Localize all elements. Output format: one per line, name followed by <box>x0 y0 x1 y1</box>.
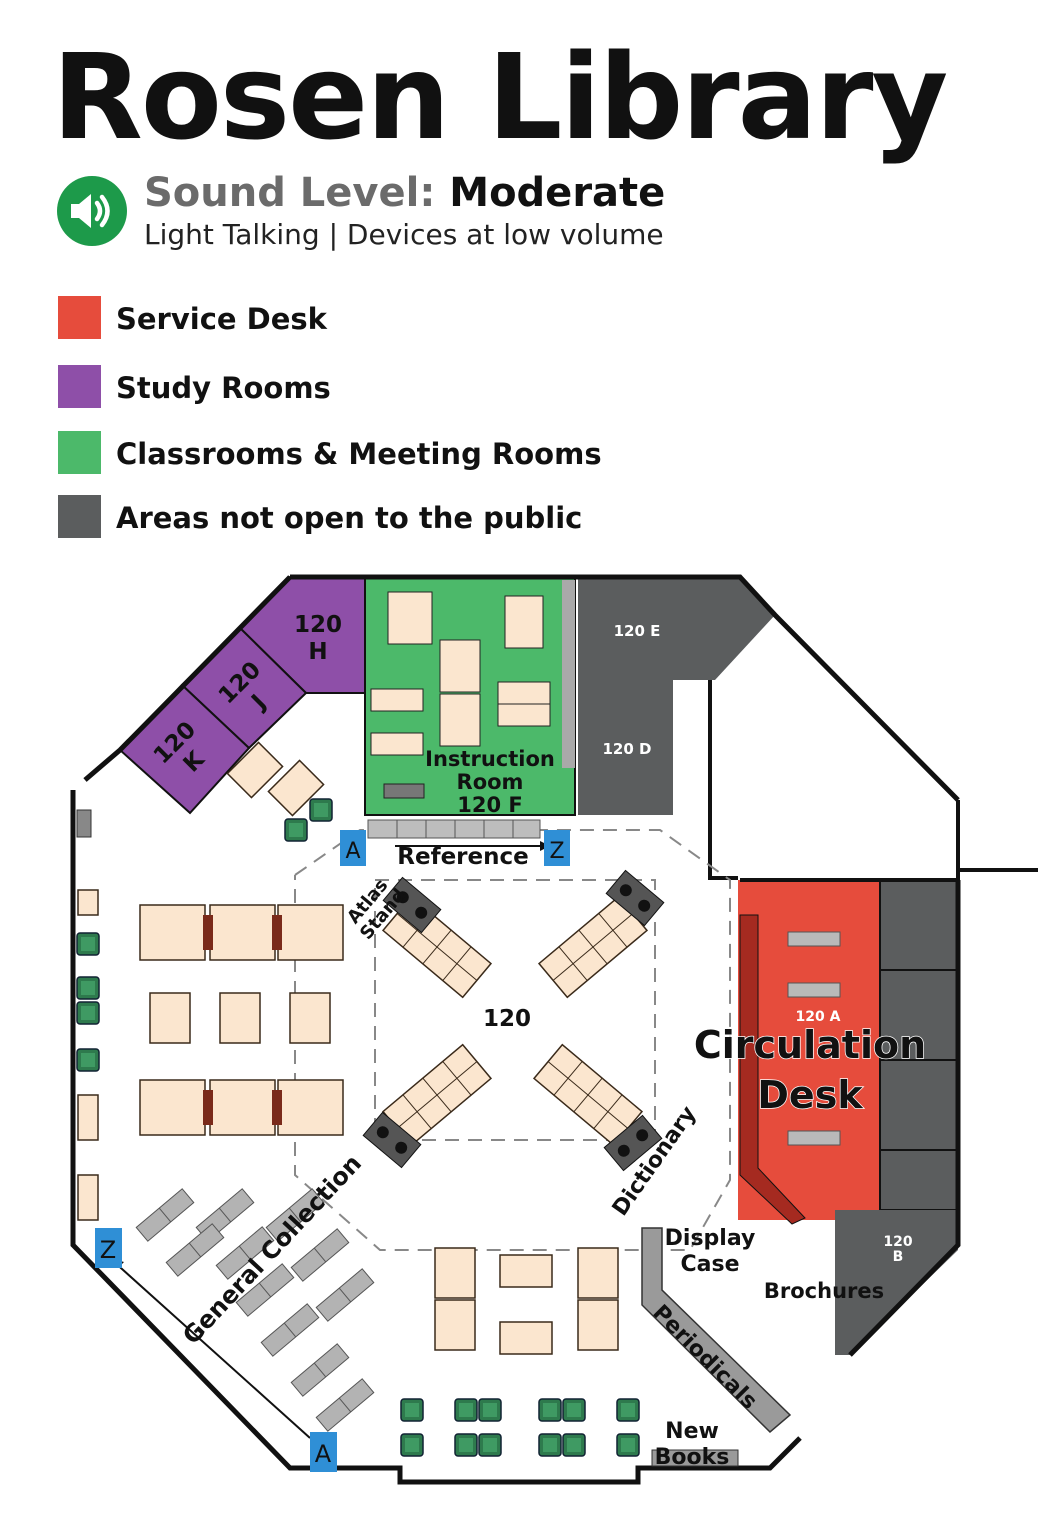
reference-marker-z-label: Z <box>549 839 564 864</box>
reference-marker-a <box>340 830 366 866</box>
circulation-desk-line2: Desk <box>757 1073 863 1117</box>
sound-level-label: Sound Level: <box>144 170 436 216</box>
legend-item-not-public: Areas not open to the public <box>58 495 758 539</box>
collection-marker-z-label: Z <box>100 1236 116 1264</box>
legend-label: Service Desk <box>116 302 327 336</box>
legend-swatch <box>58 296 101 339</box>
collection-marker-z <box>95 1228 122 1268</box>
legend-swatch <box>58 495 101 538</box>
legend-swatch <box>58 365 101 408</box>
legend-item-classrooms: Classrooms & Meeting Rooms <box>58 431 758 475</box>
legend-label: Classrooms & Meeting Rooms <box>116 437 602 471</box>
room-120e-label: 120 E <box>614 622 661 640</box>
sound-level-description: Light Talking | Devices at low volume <box>144 218 664 251</box>
sound-level-value: Moderate <box>449 170 666 216</box>
legend-label: Study Rooms <box>116 371 331 405</box>
instruction-room-line3: 120 F <box>457 793 523 817</box>
reference-shelf <box>367 819 541 839</box>
room-120e <box>578 578 775 680</box>
collection-marker-a-label: A <box>315 1440 332 1468</box>
reference-marker-z <box>544 830 570 866</box>
display-case-line1: Display <box>665 1226 756 1251</box>
room-120b <box>835 1210 958 1355</box>
room-120h-line2: H <box>308 639 327 665</box>
periodicals-label: Periodicals <box>648 1300 762 1414</box>
speaker-volume-icon <box>57 176 127 246</box>
room-120h-line1: 120 <box>294 612 342 638</box>
room-120b-line1: 120 <box>883 1234 912 1250</box>
room-120d <box>578 680 673 815</box>
room-120a-label: 120 A <box>796 1009 841 1025</box>
circulation-desk-line1: Circulation <box>694 1023 926 1067</box>
instruction-room-line1: Instruction <box>425 747 555 771</box>
legend-label: Areas not open to the public <box>116 501 583 535</box>
legend-item-study-rooms: Study Rooms <box>58 365 758 409</box>
instruction-room-line2: Room <box>457 770 524 794</box>
general-collection-shelves <box>135 1188 375 1432</box>
room-120d-label: 120 D <box>603 740 652 758</box>
legend-swatch <box>58 431 101 474</box>
collection-marker-a <box>310 1432 337 1472</box>
main-room-label: 120 <box>483 1006 531 1032</box>
reference-marker-a-label: A <box>345 839 360 864</box>
page-title: Rosen Library <box>52 28 948 166</box>
periodicals-shelf <box>641 1227 792 1434</box>
reference-label: Reference <box>397 844 528 870</box>
new-books-line2: Books <box>655 1445 730 1470</box>
new-books-line1: New <box>665 1419 719 1444</box>
brochures-label: Brochures <box>764 1279 884 1303</box>
display-case-line2: Case <box>680 1252 739 1277</box>
room-120b-line2: B <box>893 1249 904 1265</box>
sound-level: Sound Level: Moderate <box>144 170 665 216</box>
legend-item-service-desk: Service Desk <box>58 296 758 340</box>
